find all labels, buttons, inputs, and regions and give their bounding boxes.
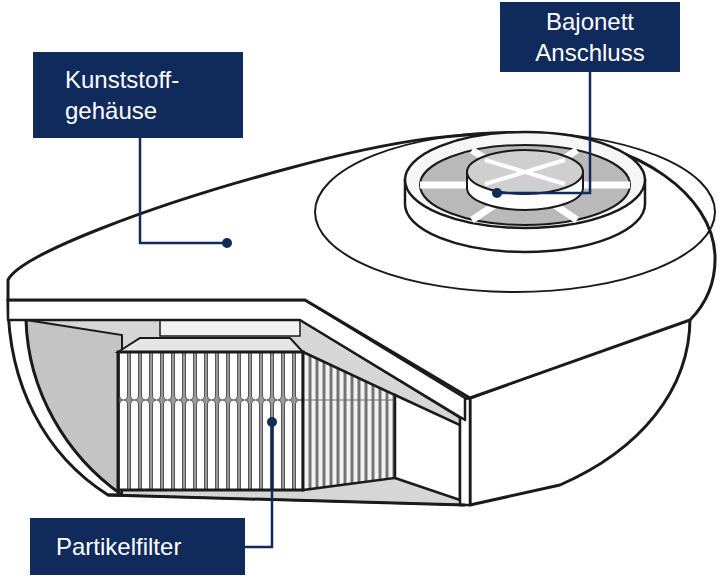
filter-top	[118, 338, 303, 352]
housing-collar	[315, 132, 715, 292]
bayonet-hub-spokes	[485, 160, 565, 184]
part-label: Kunststoff- gehäuse	[65, 64, 215, 126]
housing-wall-outer	[8, 300, 122, 495]
bayonet-spokes	[420, 150, 630, 220]
part-label: Partikelfilter	[56, 531, 225, 562]
bayonet-opening	[420, 145, 630, 225]
bayonet-hub-top	[467, 150, 583, 194]
housing-cut-edge	[108, 495, 465, 505]
label-box: Partikelfilter	[30, 518, 245, 575]
part-label: Bajonett Anschluss	[518, 6, 662, 68]
label-box: Bajonett Anschluss	[500, 2, 680, 72]
label-box: Kunststoff- gehäuse	[33, 52, 243, 138]
housing-top	[8, 134, 715, 398]
housing-ledge	[160, 320, 300, 336]
filter-pleats-front	[118, 352, 303, 490]
leader-lines	[140, 70, 590, 547]
filter-pleats-side	[303, 352, 395, 490]
leader-dots	[222, 188, 502, 427]
bayonet-rim-top	[405, 132, 645, 228]
